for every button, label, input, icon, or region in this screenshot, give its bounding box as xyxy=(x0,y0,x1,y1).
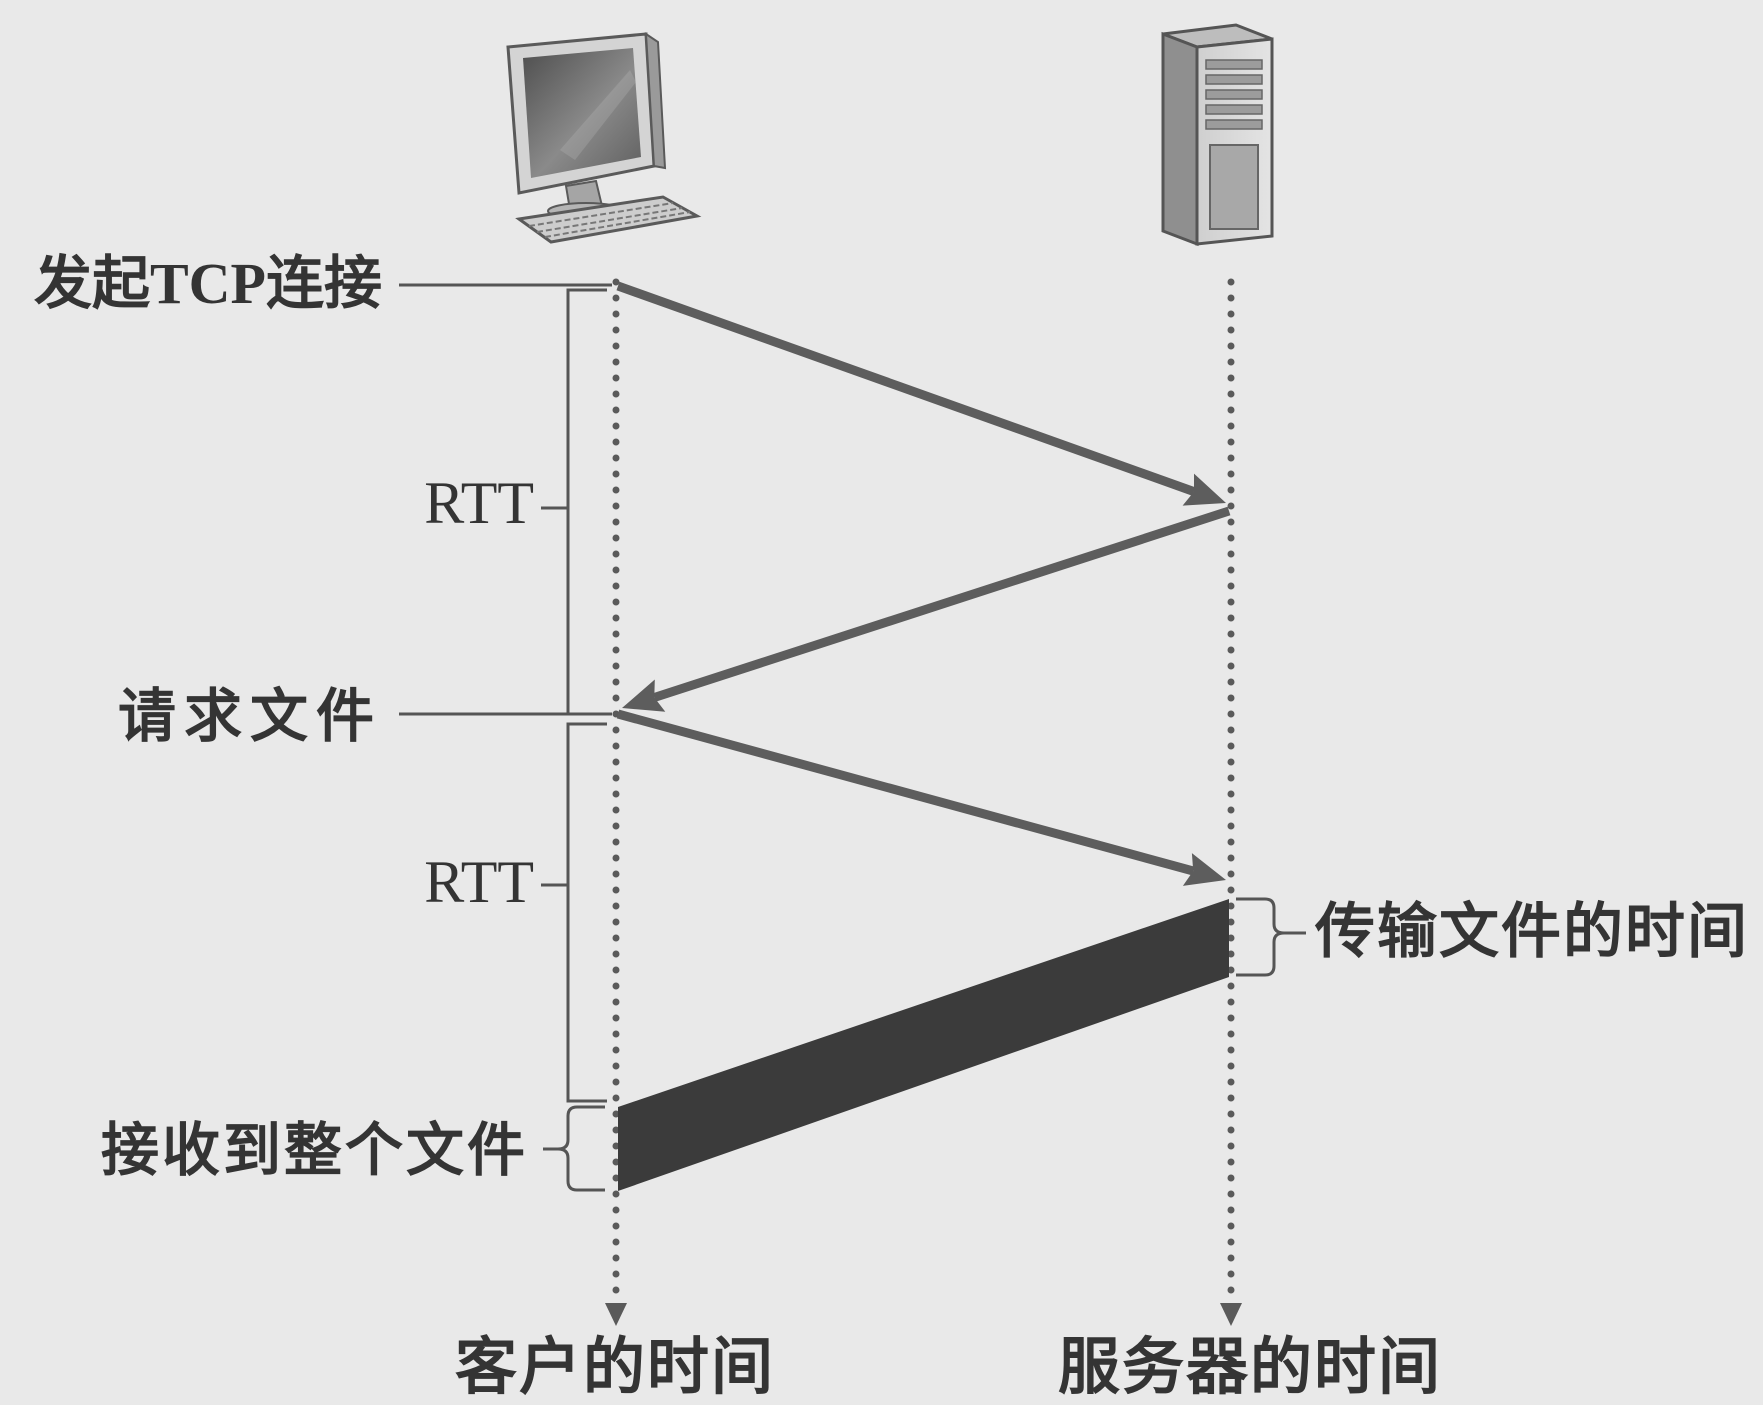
file-transmission-band xyxy=(618,899,1229,1191)
server-tower-icon xyxy=(1161,23,1274,247)
drive-bay xyxy=(1205,104,1263,115)
rtt-connection-label: RTT xyxy=(424,470,534,536)
request-message-arrowhead xyxy=(1182,853,1226,886)
server-time-axis-label: 服务器的时间 xyxy=(1058,1333,1442,1402)
request-file-label: 请求文件 xyxy=(118,684,382,749)
request-message-arrow xyxy=(616,709,1226,886)
syn-message-arrow xyxy=(616,281,1226,506)
monitor-side xyxy=(644,32,667,170)
entire-file-received-label: 接收到整个文件 xyxy=(101,1118,528,1183)
drive-bay xyxy=(1205,119,1263,130)
desktop-computer-icon xyxy=(506,32,702,244)
synack-message-line xyxy=(652,506,1231,702)
client-timeline-arrowhead xyxy=(605,1303,627,1326)
rtt-connection-bracket xyxy=(566,288,607,714)
client-time-axis-label: 客户的时间 xyxy=(455,1333,775,1402)
syn-message-arrowhead xyxy=(1182,473,1226,506)
monitor-screen-glare xyxy=(560,70,636,160)
rtt-request-label: RTT xyxy=(424,849,534,915)
entire-file-received-brace xyxy=(557,1105,605,1192)
keyboard-key-row xyxy=(544,211,691,238)
drive-bay xyxy=(1205,74,1263,85)
server-side xyxy=(1161,31,1199,247)
keyboard-key-row xyxy=(528,202,674,227)
synack-message-arrow xyxy=(622,506,1231,712)
synack-message-arrowhead xyxy=(622,679,666,712)
monitor-screen xyxy=(523,48,641,178)
drive-bay xyxy=(1205,59,1263,70)
syn-message-line xyxy=(616,281,1196,496)
keyboard-key-row xyxy=(536,207,683,233)
request-message-line xyxy=(616,709,1195,876)
initiate-tcp-connection-label: 发起TCP连接 xyxy=(34,251,382,316)
server-timeline-arrowhead xyxy=(1220,1303,1242,1326)
rtt-request-bracket xyxy=(566,722,607,1103)
drive-bay xyxy=(1205,89,1263,100)
server-lower-panel xyxy=(1209,144,1259,230)
file-transmit-time-brace xyxy=(1236,897,1285,977)
file-transmit-time-label: 传输文件的时间 xyxy=(1314,899,1749,965)
